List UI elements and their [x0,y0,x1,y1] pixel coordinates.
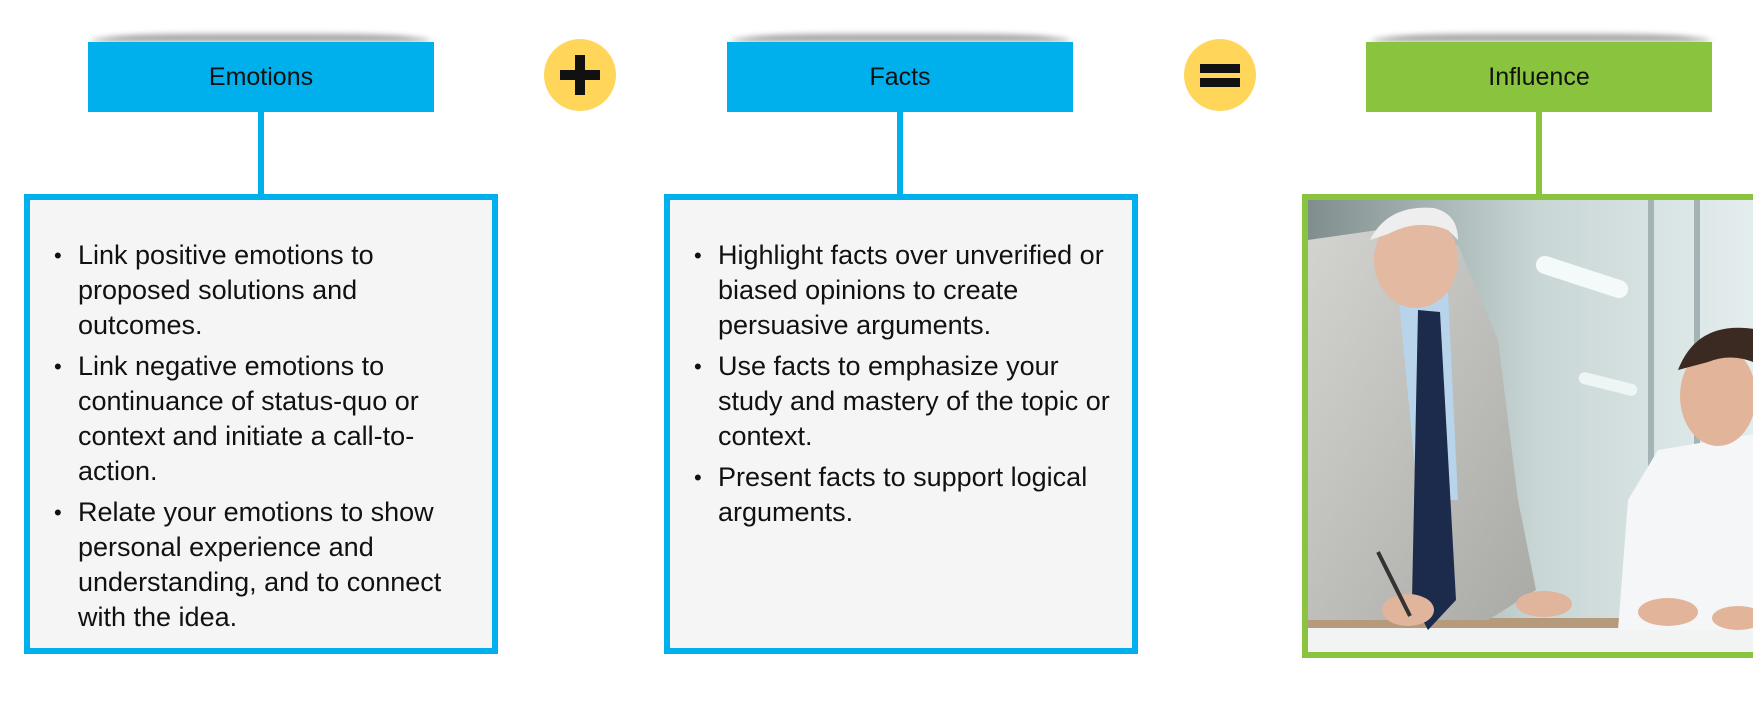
influence-photo-frame [1302,194,1753,658]
influence-header-label: Influence [1488,62,1590,91]
facts-bullet: Present facts to support logical argumen… [694,460,1110,530]
facts-bullet: Highlight facts over unverified or biase… [694,238,1110,343]
equals-icon [1200,64,1240,87]
emotions-bullet: Link negative emotions to continuance of… [54,349,470,489]
plus-icon [560,55,600,95]
influence-connector [1536,112,1542,194]
influence-header-shadow [1370,32,1712,42]
emotions-header: Emotions [88,42,434,112]
facts-header-label: Facts [869,62,931,91]
facts-bullet: Use facts to emphasize your study and ma… [694,349,1110,454]
facts-connector [897,112,903,194]
facts-list: Highlight facts over unverified or biase… [670,200,1132,530]
emotions-list: Link positive emotions to proposed solut… [30,200,492,635]
emotions-connector [258,112,264,194]
equals-operator [1184,39,1256,111]
emotions-bullet: Relate your emotions to show personal ex… [54,495,470,635]
businessmen-photo [1308,200,1753,652]
influence-header: Influence [1366,42,1712,112]
emotions-box: Link positive emotions to proposed solut… [24,194,498,654]
emotions-bullet: Link positive emotions to proposed solut… [54,238,470,343]
emotions-header-label: Emotions [208,62,314,91]
facts-header: Facts [727,42,1073,112]
facts-header-shadow [730,32,1072,42]
facts-box: Highlight facts over unverified or biase… [664,194,1138,654]
plus-operator [544,39,616,111]
emotions-header-shadow [90,32,432,42]
